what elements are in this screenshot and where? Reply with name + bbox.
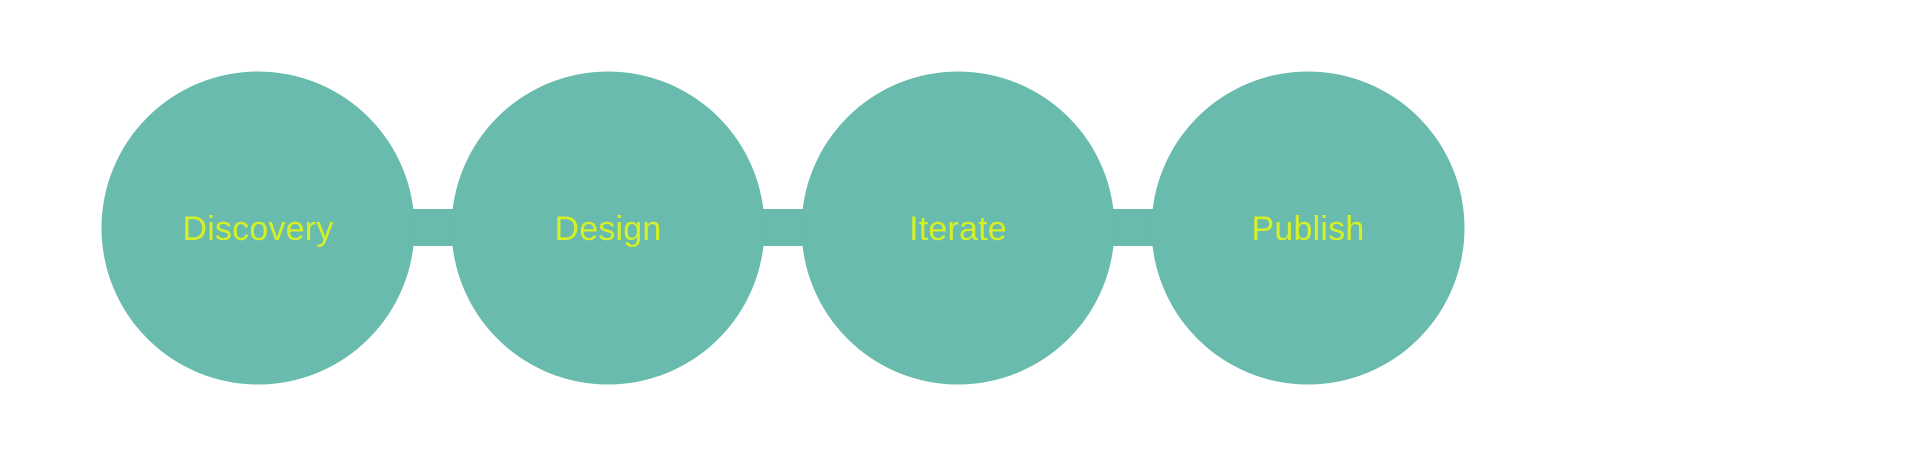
node-label-iterate: Iterate	[909, 210, 1007, 248]
node-label-design: Design	[554, 210, 661, 248]
nodes-group: Discovery Design Iterate Publish	[101, 71, 1465, 385]
node-discovery[interactable]: Discovery	[101, 71, 415, 385]
node-circle-publish[interactable]	[1151, 71, 1465, 385]
node-publish[interactable]: Publish	[1151, 71, 1465, 385]
node-circle-design[interactable]	[451, 71, 765, 385]
node-label-discovery: Discovery	[182, 210, 333, 248]
node-circle-iterate[interactable]	[801, 71, 1115, 385]
node-circle-discovery[interactable]	[101, 71, 415, 385]
node-label-publish: Publish	[1252, 210, 1365, 248]
node-design[interactable]: Design	[451, 71, 765, 385]
node-iterate[interactable]: Iterate	[801, 71, 1115, 385]
